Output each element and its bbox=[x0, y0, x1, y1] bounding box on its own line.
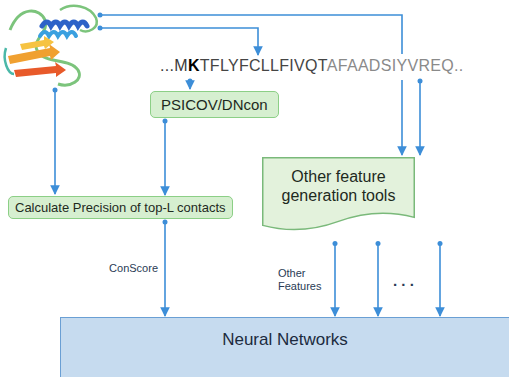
process-box: Calculate Precision of top-L contacts bbox=[8, 196, 233, 219]
flow-arrow bbox=[164, 222, 166, 316]
flow-arrow bbox=[439, 243, 441, 316]
connector-dot bbox=[438, 241, 443, 246]
connector-dot bbox=[163, 220, 168, 225]
document-shape: Other feature generation tools bbox=[262, 157, 415, 233]
connector-dot bbox=[333, 241, 338, 246]
ellipsis-text: . . . bbox=[393, 272, 414, 289]
flow-arrow bbox=[377, 243, 379, 316]
network-band: Neural Networks bbox=[60, 317, 509, 377]
protein-structure bbox=[5, 6, 97, 85]
edge-label: ConScore bbox=[109, 262, 158, 275]
sequence-text: ...MKTFLYFCLLFIVQTAFAADSIYVREQ.. bbox=[160, 57, 464, 75]
flow-arrow bbox=[334, 243, 336, 316]
process-box: PSICOV/DNcon bbox=[150, 91, 279, 118]
connector-dot bbox=[163, 119, 168, 124]
connector-dot bbox=[376, 241, 381, 246]
leader-dots bbox=[53, 13, 423, 93]
node-text: Neural Networks bbox=[61, 330, 509, 350]
edge-label: Other Features bbox=[278, 267, 328, 293]
flow-arrow bbox=[164, 121, 166, 195]
node-text: Other feature generation tools bbox=[270, 167, 407, 205]
document-outline bbox=[263, 158, 415, 230]
node-text: Calculate Precision of top-L contacts bbox=[15, 200, 226, 215]
node-text: PSICOV/DNcon bbox=[161, 96, 268, 113]
